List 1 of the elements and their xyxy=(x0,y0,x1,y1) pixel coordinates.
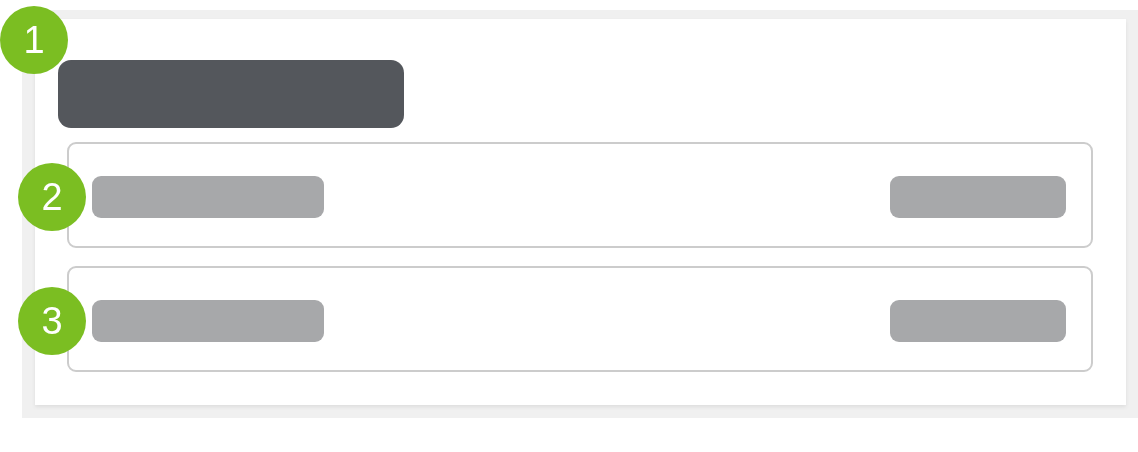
callout-number: 1 xyxy=(0,6,68,74)
